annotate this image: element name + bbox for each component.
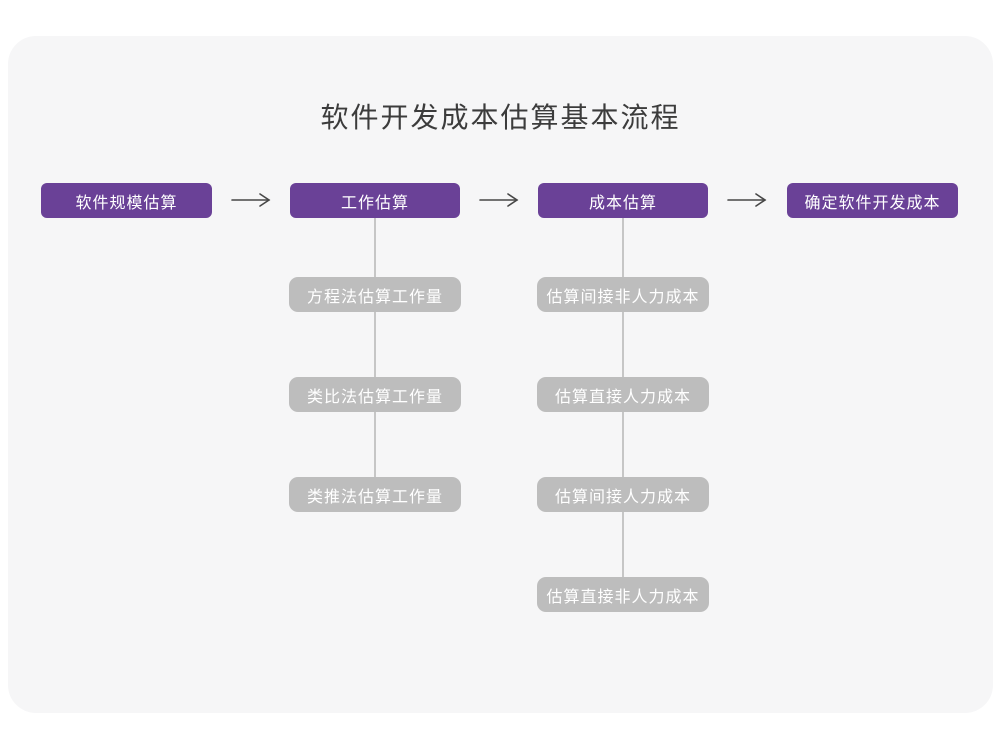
sub-node-label: 估算直接非人力成本 bbox=[546, 588, 700, 606]
diagram-card bbox=[8, 36, 993, 713]
sub-node-label: 估算直接人力成本 bbox=[554, 388, 691, 406]
diagram-title: 软件开发成本估算基本流程 bbox=[320, 102, 681, 133]
sub-node-label: 估算间接人力成本 bbox=[554, 488, 691, 506]
flow-node-label: 确定软件开发成本 bbox=[804, 194, 941, 212]
sub-node-direct-labor-cost: 估算直接人力成本 bbox=[537, 377, 709, 412]
sub-node-indirect-nonlabor-cost: 估算间接非人力成本 bbox=[537, 277, 709, 312]
sub-node-label: 类比法估算工作量 bbox=[306, 388, 443, 406]
sub-node-equation-method: 方程法估算工作量 bbox=[289, 277, 461, 312]
sub-node-analogy-method: 类比法估算工作量 bbox=[289, 377, 461, 412]
sub-node-label: 类推法估算工作量 bbox=[306, 488, 443, 506]
sub-node-extrapolation-method: 类推法估算工作量 bbox=[289, 477, 461, 512]
sub-node-indirect-labor-cost: 估算间接人力成本 bbox=[537, 477, 709, 512]
sub-node-label: 估算间接非人力成本 bbox=[546, 288, 700, 306]
flow-node-work-estimation: 工作估算 bbox=[290, 183, 460, 218]
flow-node-cost-estimation: 成本估算 bbox=[538, 183, 708, 218]
flow-node-software-scale-estimation: 软件规模估算 bbox=[41, 183, 212, 218]
sub-node-direct-nonlabor-cost: 估算直接非人力成本 bbox=[537, 577, 709, 612]
flow-node-label: 工作估算 bbox=[340, 194, 409, 212]
flow-node-determine-dev-cost: 确定软件开发成本 bbox=[787, 183, 958, 218]
sub-node-label: 方程法估算工作量 bbox=[306, 288, 443, 306]
flow-node-label: 成本估算 bbox=[588, 194, 657, 212]
flow-node-label: 软件规模估算 bbox=[75, 194, 178, 212]
